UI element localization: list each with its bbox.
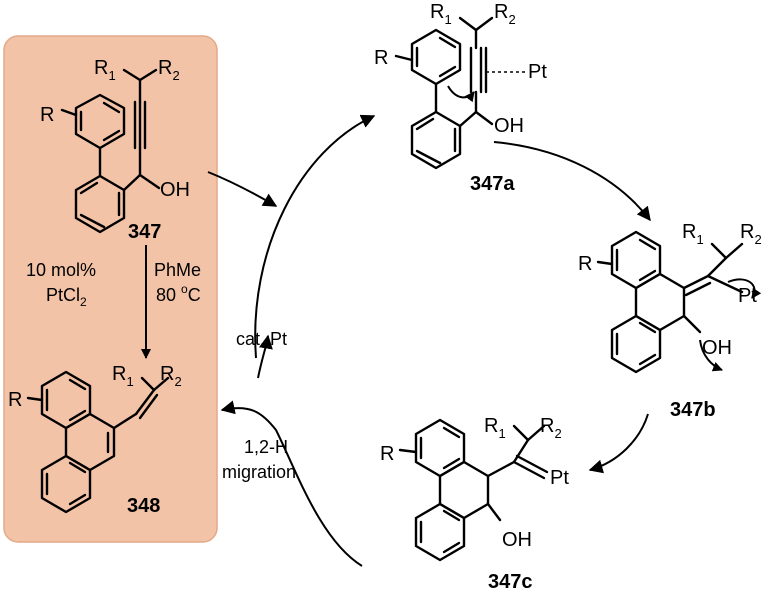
- r2-label-347c: R2: [540, 415, 562, 441]
- r2-label-347b: R2: [740, 221, 762, 247]
- structure-347: [60, 68, 161, 234]
- r1-label-347a: R1: [430, 1, 452, 27]
- oh-label-347c: OH: [502, 529, 532, 551]
- r2-label-347: R2: [158, 57, 180, 83]
- r1-label-347c: R1: [484, 415, 506, 441]
- compound-label-348: 348: [127, 495, 160, 517]
- curved-arrow-347b-lower: [699, 339, 723, 372]
- reaction-panel: [3, 35, 218, 543]
- structure-348: [26, 370, 170, 514]
- r-label-347a: R: [374, 47, 388, 69]
- exit-arrow-348: [220, 400, 363, 567]
- r1-label-347: R1: [94, 57, 116, 83]
- catalyst-label: PtCl2: [46, 285, 87, 309]
- compound-label-347b: 347b: [670, 399, 716, 421]
- pt-label-347a: Pt: [528, 61, 547, 83]
- temperature-label: 80 oC: [156, 282, 201, 305]
- oh-label-347b: OH: [702, 337, 732, 359]
- r2-label-348: R2: [160, 363, 182, 389]
- structure-347b: [596, 230, 744, 374]
- curved-arrow-347a: [447, 85, 475, 103]
- pt-label-347c: Pt: [550, 467, 569, 489]
- migration-label-line2: migration: [222, 462, 296, 482]
- curved-arrow-347b-upper: [727, 278, 762, 299]
- cycle-arrow-to-347c: [588, 413, 649, 474]
- oh-label-347: OH: [160, 179, 190, 201]
- entry-arrow-347: [207, 171, 278, 207]
- cycle-arrow-to-347a: [254, 114, 376, 359]
- cycle-arrow-to-cat-pt: [257, 334, 273, 379]
- compound-label-347: 347: [128, 221, 161, 243]
- structure-347c: [398, 418, 549, 562]
- r-label-347c: R: [380, 443, 394, 465]
- r1-label-348: R1: [112, 363, 134, 389]
- structure-347a: [394, 16, 526, 170]
- r-label-348: R: [8, 389, 22, 411]
- compound-label-347a: 347a: [470, 173, 515, 195]
- r-label-347b: R: [578, 253, 592, 275]
- pt-label-347b: Pt: [738, 285, 757, 307]
- oh-label-347a: OH: [494, 115, 524, 137]
- cycle-arrow-to-347b: [493, 141, 651, 222]
- catalyst-amount-label: 10 mol%: [26, 260, 96, 280]
- migration-label-line1: 1,2-H: [244, 437, 288, 457]
- cat-pt-label: cat. Pt: [236, 329, 287, 349]
- r-label-347: R: [40, 104, 54, 126]
- r1-label-347b: R1: [682, 221, 704, 247]
- solvent-label: PhMe: [154, 260, 201, 280]
- r2-label-347a: R2: [494, 1, 516, 27]
- compound-label-347c: 347c: [488, 571, 533, 593]
